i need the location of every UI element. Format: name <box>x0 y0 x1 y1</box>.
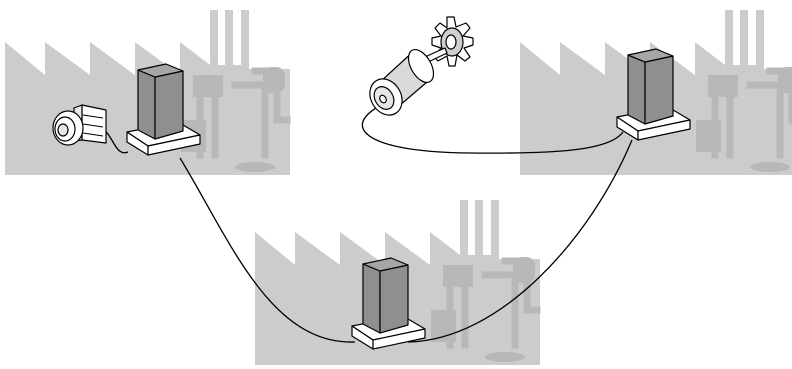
motor-with-gear-icon <box>369 16 474 116</box>
network-cable <box>179 157 356 343</box>
device-cable <box>361 99 624 154</box>
network-cable <box>407 139 633 343</box>
push-button-icon <box>52 104 107 146</box>
